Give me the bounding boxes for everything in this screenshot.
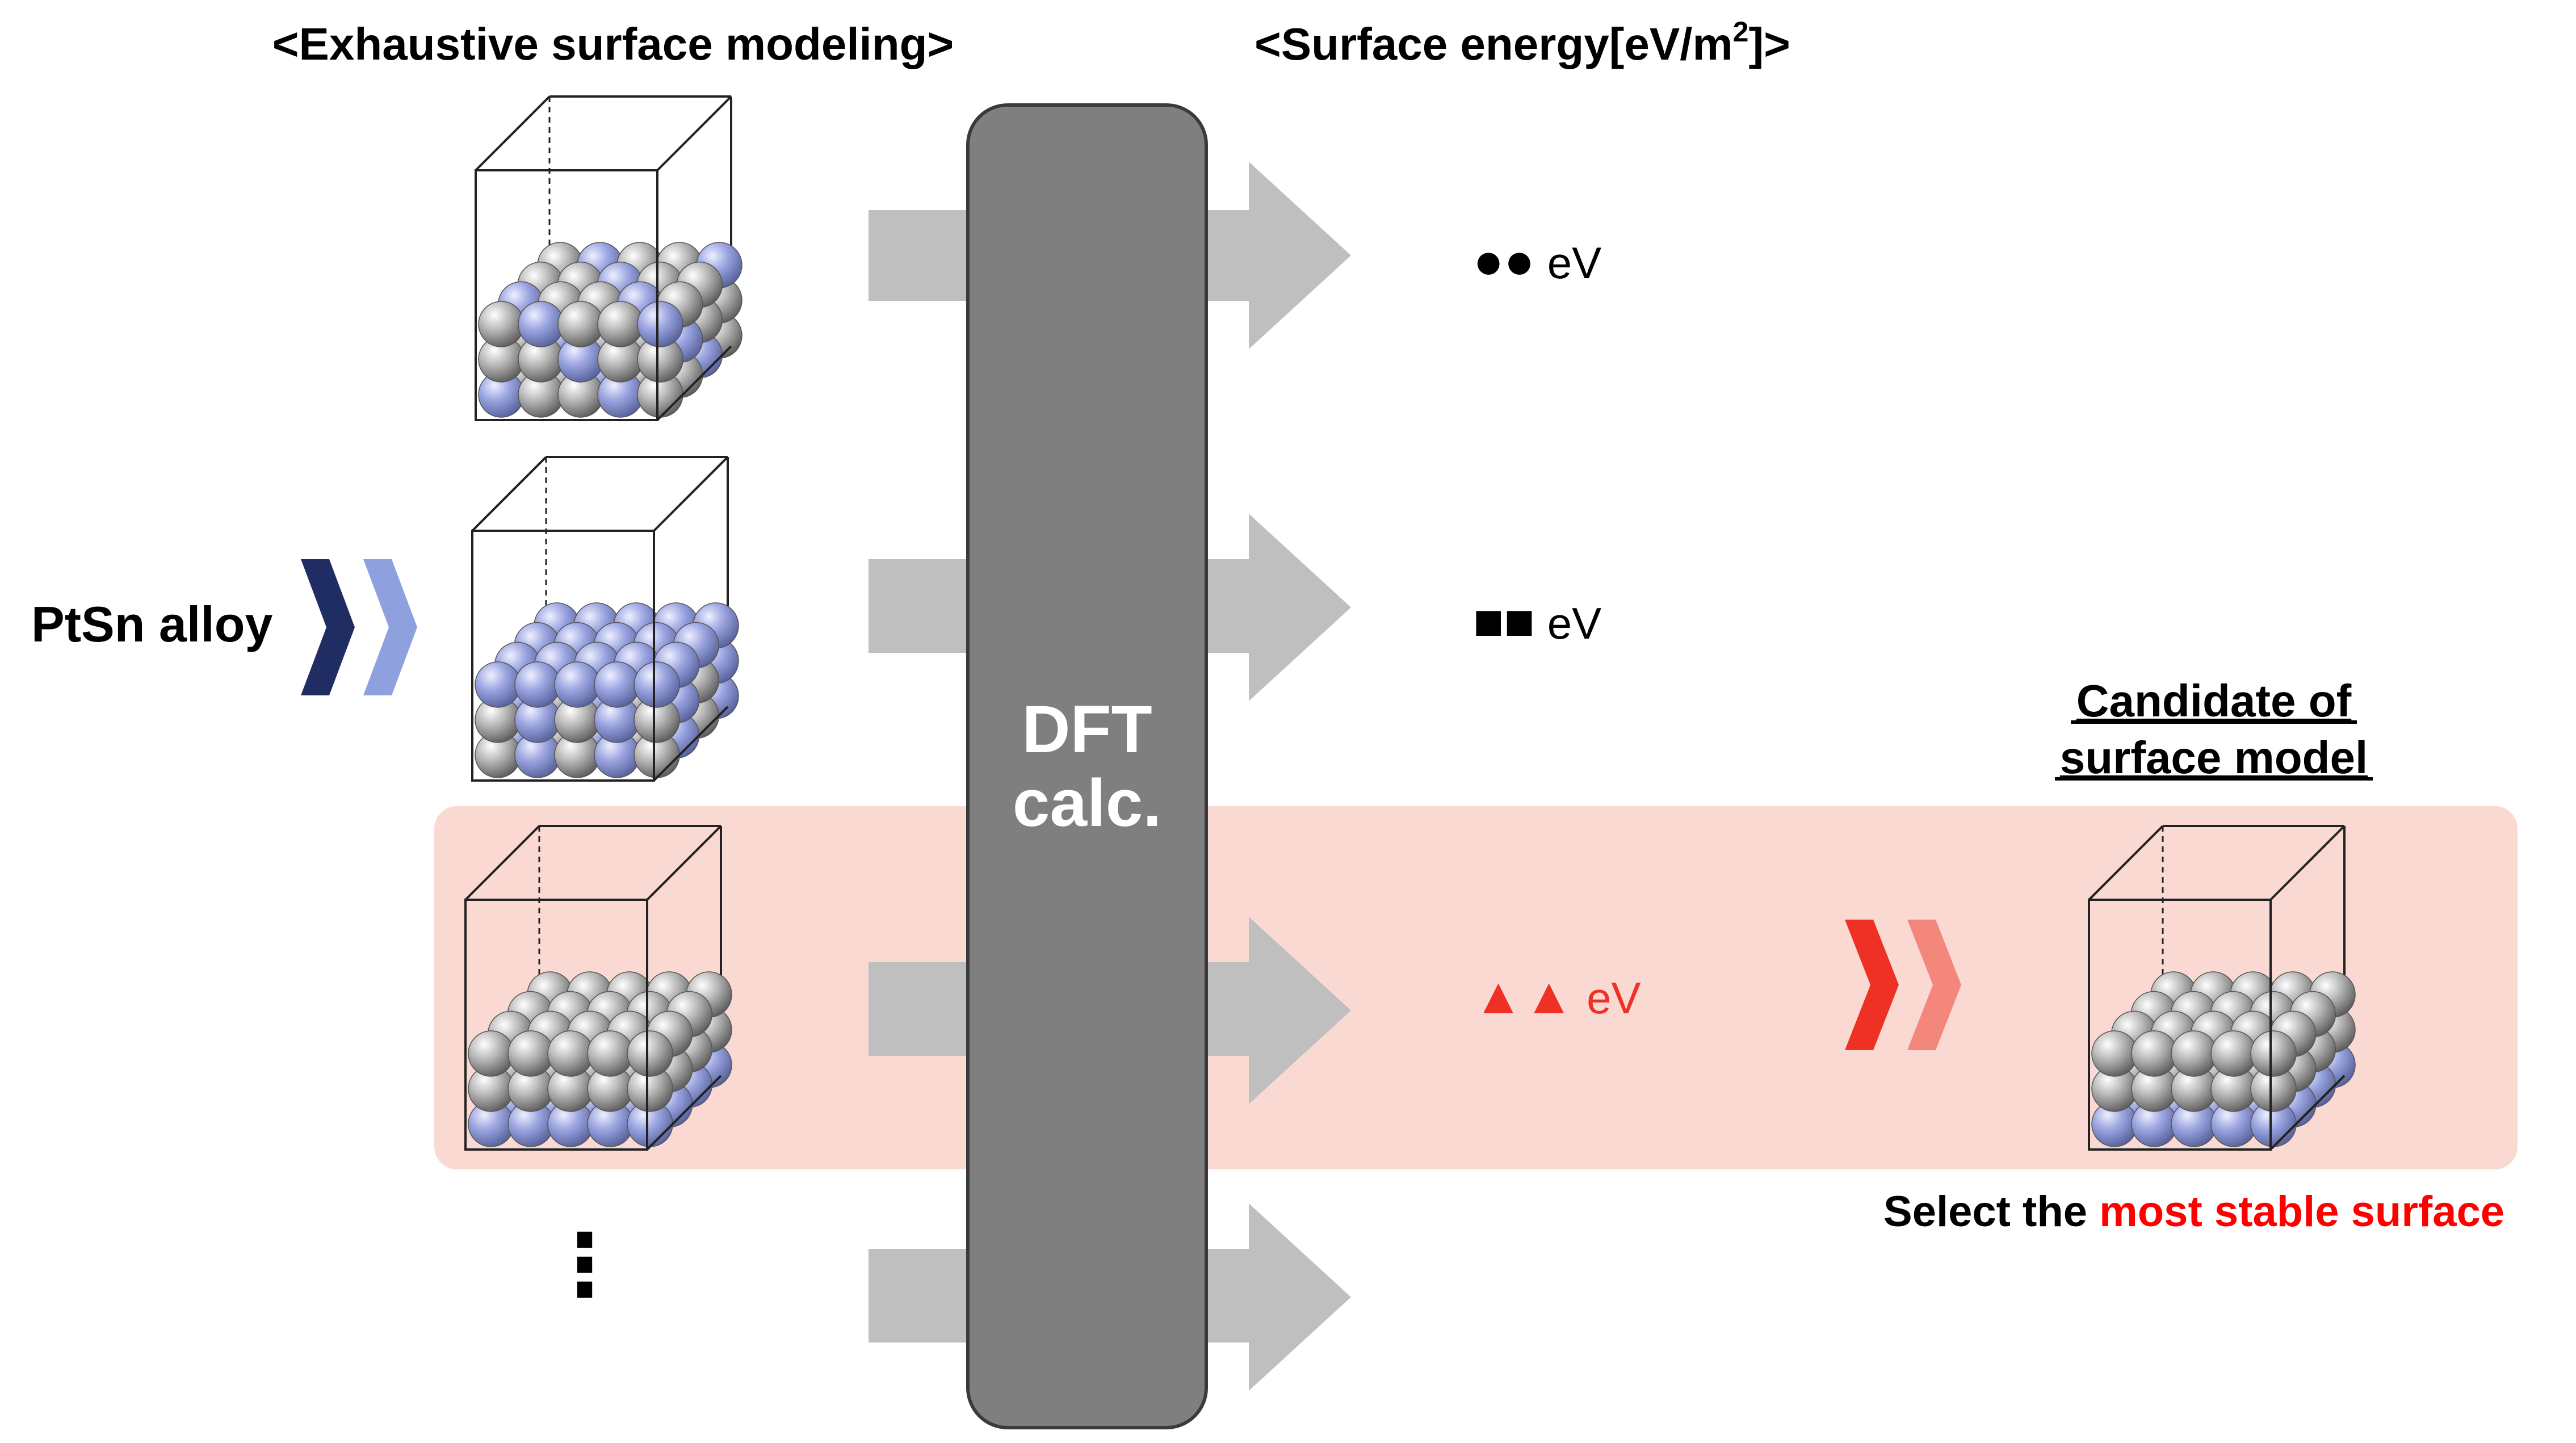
highlight-band: [434, 806, 2518, 1169]
candidate-surface-model: [2088, 825, 2356, 1151]
light-chevron-icon: [363, 559, 417, 695]
candidate-label-line1: Candidate of: [2076, 676, 2352, 726]
surface-model-2: [471, 456, 739, 782]
surface-model-1: [475, 95, 742, 421]
navy-chevron-icon: [301, 559, 355, 695]
surface-model-3: [464, 825, 732, 1151]
energy-value-2: ■■eV: [1473, 593, 1601, 650]
dft-label: DFT: [1022, 692, 1152, 767]
selection-caption: Select the most stable surface: [1883, 1188, 2504, 1236]
more-models-ellipsis: ⋮: [542, 1217, 627, 1312]
candidate-label-line2: surface model: [2060, 732, 2368, 783]
header-surface-energy: <Surface energy[eV/m2]>: [1255, 16, 1790, 69]
input-label: PtSn alloy: [31, 596, 272, 652]
header-surface-modeling: <Exhaustive surface modeling>: [272, 19, 954, 69]
energy-value-1: ●●eV: [1473, 233, 1601, 290]
light-red-chevron-icon: [1907, 920, 1961, 1050]
energy-value-3: ▲▲eV: [1473, 968, 1641, 1025]
red-chevron-icon: [1845, 920, 1899, 1050]
dft-calc-bar: [966, 103, 1208, 1429]
calc-label: calc.: [1013, 766, 1161, 841]
